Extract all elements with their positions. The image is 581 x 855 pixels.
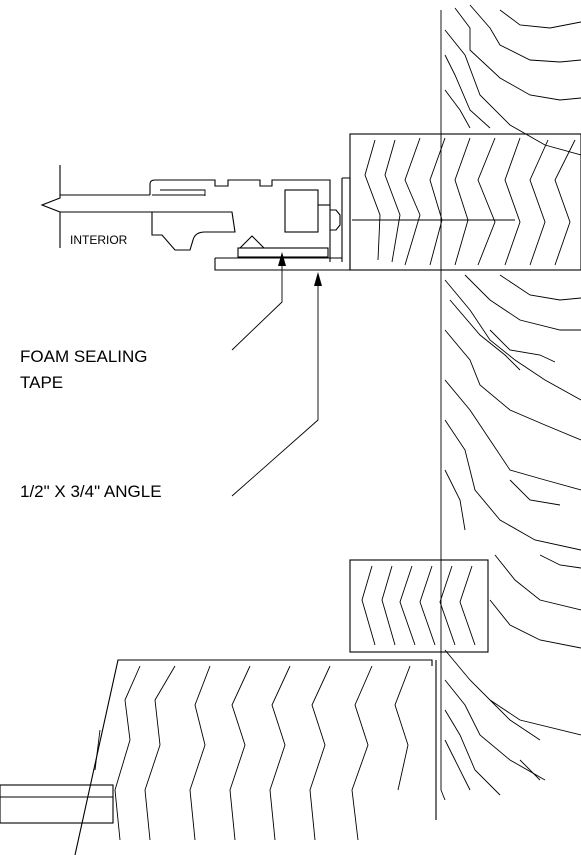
interior-trim xyxy=(151,211,236,251)
foam-tape-label-line1: FOAM SEALING xyxy=(20,347,148,366)
foam-tape-label-line2: TAPE xyxy=(20,373,63,392)
blocking-wood xyxy=(349,559,489,653)
angle-label: 1/2" X 3/4" ANGLE xyxy=(20,482,162,501)
leader-foam-tape xyxy=(231,252,286,351)
interior-label: INTERIOR xyxy=(70,233,128,247)
wall-wood-grain xyxy=(440,4,581,801)
sill-wood xyxy=(0,659,437,855)
leader-angle xyxy=(231,272,322,497)
frame-profile xyxy=(40,165,351,270)
header-block xyxy=(349,133,581,271)
